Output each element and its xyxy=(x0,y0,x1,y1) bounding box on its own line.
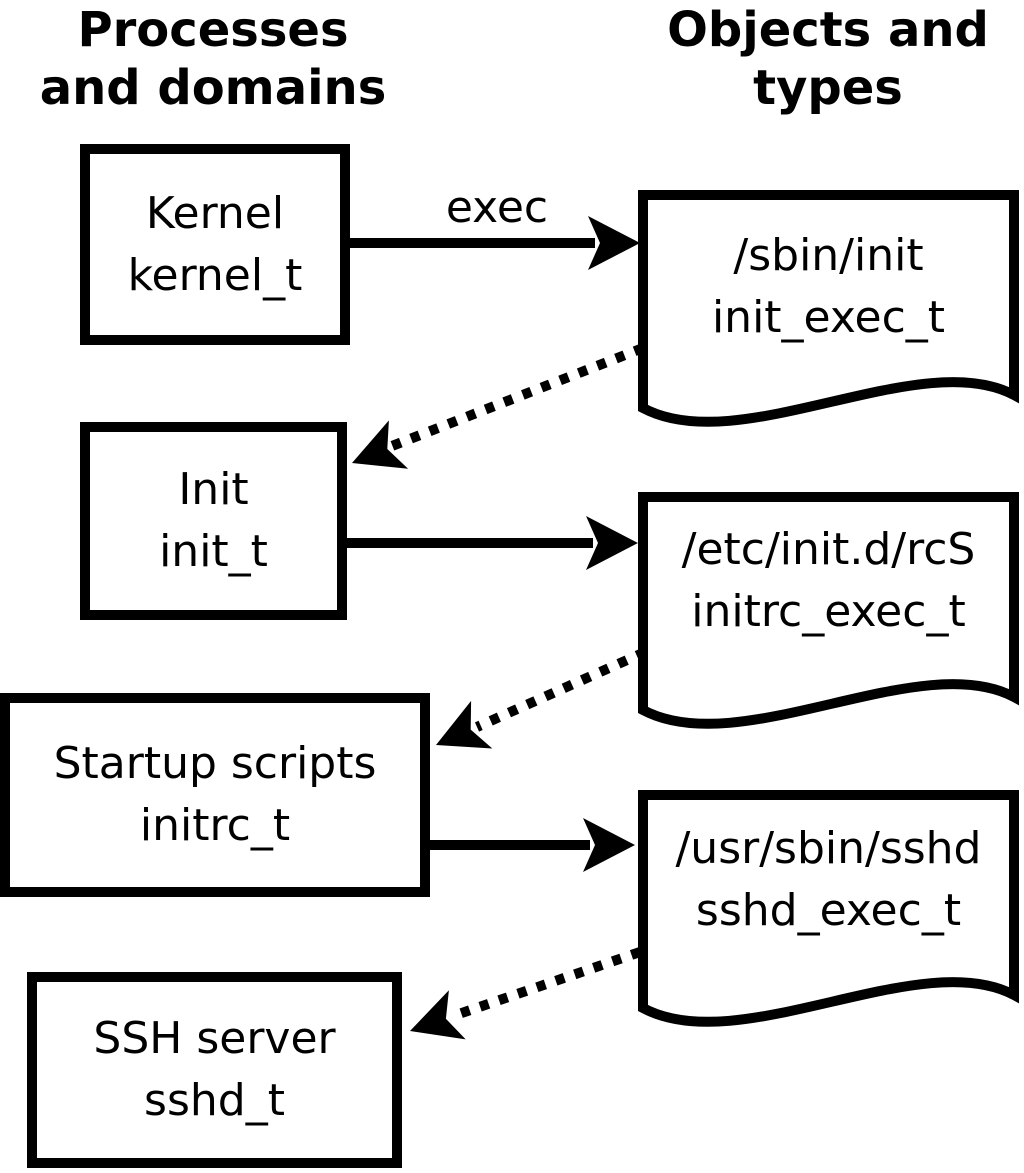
process-name: Init xyxy=(178,464,249,515)
header-line-2: types xyxy=(753,60,903,116)
process-box-init: Init init_t xyxy=(80,422,347,620)
document-shape-sbin-init xyxy=(638,190,1019,427)
process-domain-type: kernel_t xyxy=(127,249,303,301)
document-shape-usr-sbin-sshd xyxy=(638,790,1019,1027)
process-domain-type: init_t xyxy=(159,526,268,577)
column-header-processes-and-domains: Processes and domains xyxy=(13,1,413,117)
header-line-2: and domains xyxy=(39,60,387,116)
process-box-kernel: Kernel kernel_t xyxy=(80,144,350,345)
process-name: Kernel xyxy=(145,187,285,239)
process-domain-type: initrc_t xyxy=(139,800,291,851)
object-doc-label-usr-sbin-sshd: /usr/sbin/sshd sshd_exec_t xyxy=(643,818,1014,942)
transition-arrow-sbin-init-to-init xyxy=(352,343,645,469)
process-name: SSH server xyxy=(93,1013,336,1064)
object-type: init_exec_t xyxy=(711,292,946,343)
column-header-objects-and-types: Objects and types xyxy=(628,1,1024,117)
object-path: /sbin/init xyxy=(733,230,924,281)
process-box-startup-scripts: Startup scripts initrc_t xyxy=(0,693,430,897)
process-box-ssh-server: SSH server sshd_t xyxy=(27,972,402,1168)
object-path: /etc/init.d/rcS xyxy=(681,524,976,575)
object-path: /usr/sbin/sshd xyxy=(675,823,982,874)
process-name: Startup scripts xyxy=(53,738,377,789)
exec-arrow-label: exec xyxy=(445,182,549,233)
header-line-1: Objects and xyxy=(667,2,989,58)
exec-arrow-kernel-to-sbin-init xyxy=(348,216,640,270)
object-doc-label-sbin-init: /sbin/init init_exec_t xyxy=(643,225,1014,349)
object-type: initrc_exec_t xyxy=(691,586,966,637)
process-domain-type: sshd_t xyxy=(144,1075,285,1126)
exec-arrow-startup-scripts-to-sshd xyxy=(426,818,635,872)
transition-arrow-rcs-to-startup-scripts xyxy=(436,647,648,749)
object-type: sshd_exec_t xyxy=(695,885,962,936)
header-line-1: Processes xyxy=(77,2,349,58)
exec-arrow-init-to-rcs xyxy=(345,516,638,570)
transition-arrow-sshd-exec-to-ssh-server xyxy=(410,947,642,1040)
document-shape-etc-initd-rcs xyxy=(638,492,1019,729)
object-doc-label-etc-initd-rcs: /etc/init.d/rcS initrc_exec_t xyxy=(643,519,1014,643)
